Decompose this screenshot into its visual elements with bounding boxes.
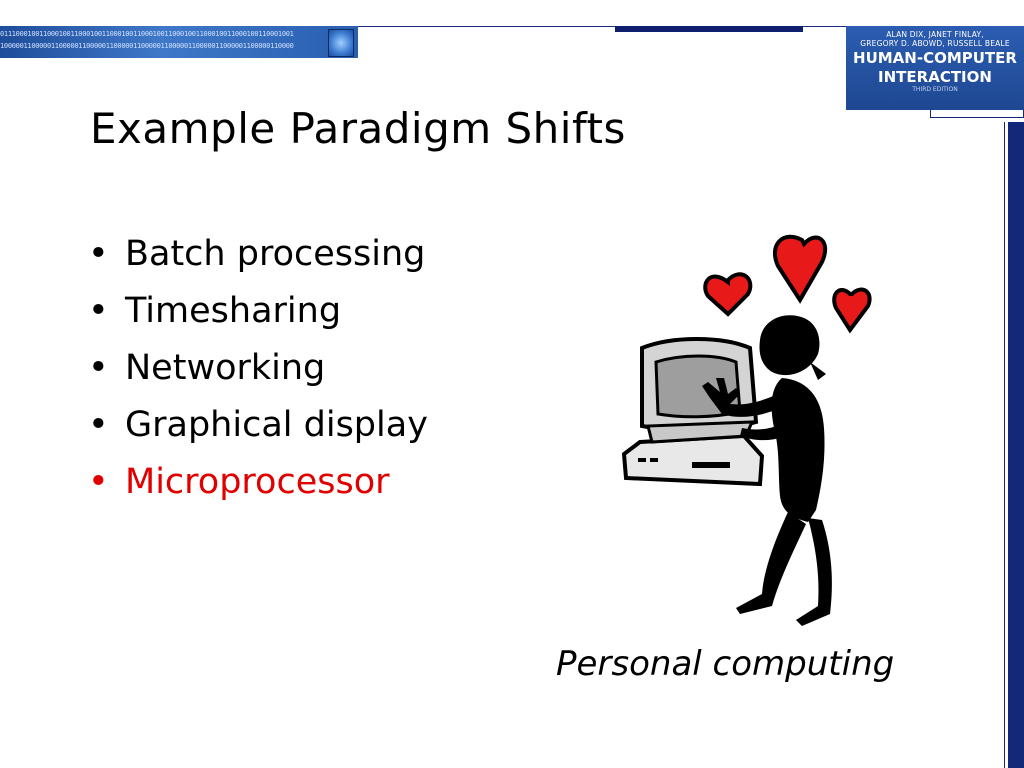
- heart-icon: [832, 287, 872, 334]
- book-title: INTERACTION: [878, 68, 992, 86]
- heart-icon: [703, 272, 753, 317]
- header-rule: [358, 26, 864, 27]
- slide-title: Example Paradigm Shifts: [90, 104, 626, 153]
- book-edition: THIRD EDITION: [912, 86, 958, 93]
- book-cover-logo: ALAN DIX, JANET FINLAY, GREGORY D. ABOWD…: [846, 26, 1024, 110]
- bullet-item: • Timesharing: [88, 283, 428, 340]
- illustration-caption: Personal computing: [556, 644, 895, 684]
- figure-body: [771, 378, 825, 522]
- bullet-marker: •: [88, 348, 109, 388]
- book-authors: GREGORY D. ABOWD, RUSSELL BEALE: [860, 39, 1010, 48]
- chip-icon: [328, 29, 354, 57]
- figure-leg: [796, 518, 832, 626]
- heart-icon: [772, 234, 828, 304]
- bullet-item: • Graphical display: [88, 397, 428, 454]
- bullet-marker: •: [88, 291, 109, 331]
- bullet-text: Graphical display: [125, 405, 428, 445]
- binary-banner: 0111000100110001001100010011000100110001…: [0, 26, 358, 58]
- bullet-item-highlighted: • Microprocessor: [88, 454, 428, 511]
- book-title: HUMAN-COMPUTER: [853, 49, 1017, 67]
- bullet-item: • Networking: [88, 340, 428, 397]
- bullet-text: Networking: [125, 348, 326, 388]
- binary-text-row: 0111000100110001001100010011000100110001…: [0, 30, 294, 38]
- person-loving-computer-icon: [621, 234, 872, 626]
- book-authors: ALAN DIX, JANET FINLAY,: [886, 30, 984, 39]
- bullet-list: • Batch processing • Timesharing • Networki…: [88, 226, 428, 511]
- bullet-marker: •: [88, 234, 109, 274]
- bullet-marker: •: [88, 462, 109, 502]
- side-rule: [1004, 122, 1005, 768]
- figure-arm: [702, 378, 780, 417]
- bullet-marker: •: [88, 405, 109, 445]
- bullet-text: Batch processing: [125, 234, 426, 274]
- bullet-text: Timesharing: [125, 291, 342, 331]
- side-bar: [1008, 122, 1024, 768]
- figure-leg: [736, 512, 806, 614]
- binary-text-row: 1000001100000110000011000001100000110000…: [0, 42, 294, 50]
- figure-arm: [740, 418, 800, 441]
- bullet-item: • Batch processing: [88, 226, 428, 283]
- cover-ledge: [930, 110, 1024, 118]
- figure-head: [759, 315, 820, 376]
- bullet-text: Microprocessor: [125, 462, 390, 502]
- header-rule-accent: [615, 26, 803, 32]
